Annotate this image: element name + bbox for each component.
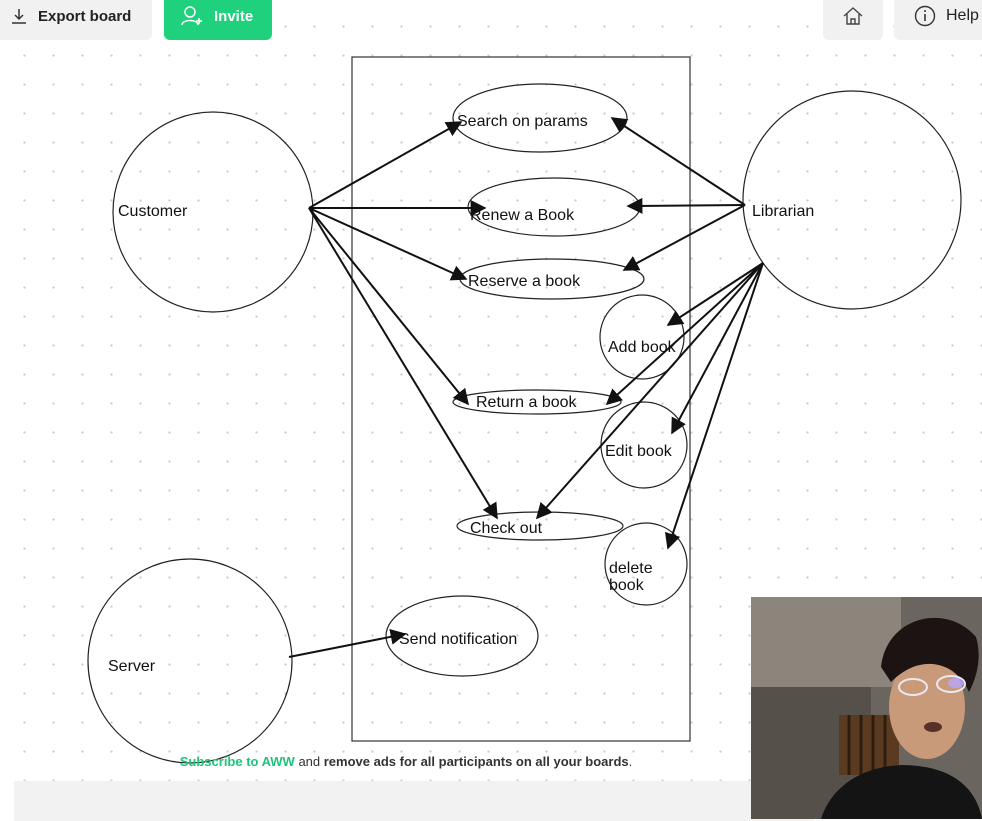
usecase-add-label: Add book	[608, 339, 677, 356]
usecase-notify-label: Send notification	[399, 631, 517, 648]
banner-strong-text: remove ads for all participants on all y…	[323, 754, 629, 769]
usecase-delete-label-line2: book	[609, 577, 645, 594]
usecase-add-shape	[599, 294, 685, 380]
usecase-renew-label: Renew a Book	[470, 207, 575, 224]
add-user-icon	[181, 6, 202, 26]
subscribe-banner: Subscribe to AWW and remove ads for all …	[0, 754, 812, 769]
home-button[interactable]	[823, 0, 883, 40]
export-board-label: Export board	[38, 7, 132, 25]
invite-button[interactable]: Invite	[164, 0, 272, 40]
actor-server-label: Server	[108, 658, 156, 675]
ad-footer-area	[14, 781, 814, 821]
webcam-frame-image	[751, 597, 982, 819]
actor-server-shape	[87, 558, 293, 764]
download-icon	[12, 9, 26, 24]
info-icon	[914, 5, 936, 27]
home-icon	[843, 7, 863, 25]
banner-end-text: .	[628, 754, 633, 769]
usecase-delete-label-line1: delete	[609, 560, 653, 577]
usecase-edit-label: Edit book	[605, 443, 673, 460]
usecase-search-label: Search on params	[457, 113, 588, 130]
invite-label: Invite	[214, 7, 254, 25]
usecase-return-label: Return a book	[476, 394, 578, 411]
help-button[interactable]: Help	[894, 0, 982, 40]
actor-librarian-shape	[742, 90, 962, 310]
actor-librarian-label: Librarian	[752, 203, 814, 220]
actor-customer-label: Customer	[118, 203, 188, 220]
usecase-checkout-label: Check out	[470, 520, 543, 537]
usecase-notify-shape	[385, 595, 539, 677]
webcam-video-overlay[interactable]	[751, 597, 982, 819]
subscribe-link[interactable]: Subscribe to AWW	[179, 754, 295, 769]
usecase-delete-shape	[604, 522, 688, 606]
banner-connector-text: and	[294, 754, 324, 769]
help-label: Help	[946, 7, 979, 24]
usecase-reserve-label: Reserve a book	[468, 273, 581, 290]
export-board-button[interactable]: Export board	[0, 0, 152, 40]
associations	[288, 117, 764, 658]
